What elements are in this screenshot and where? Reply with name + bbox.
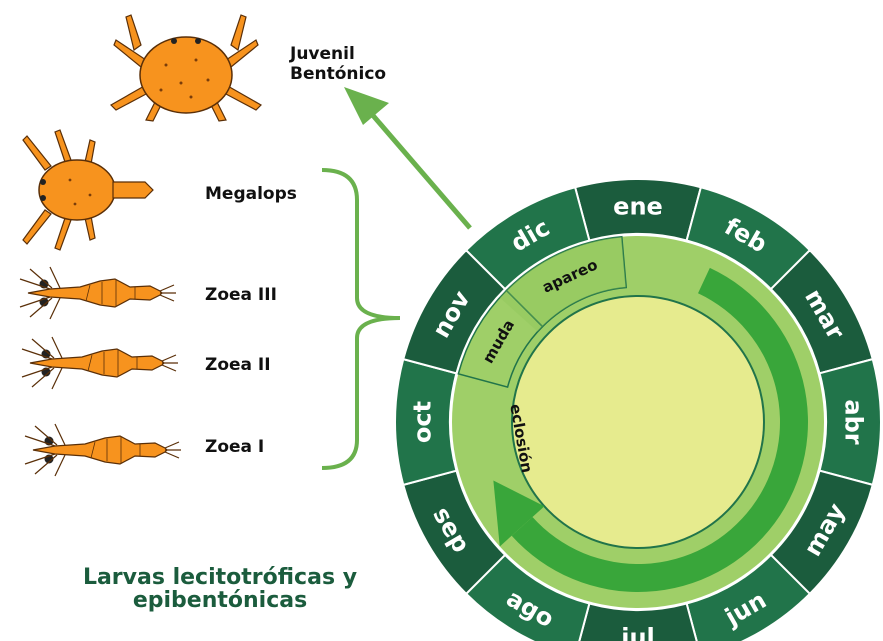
month-label-jul: jul <box>620 624 655 641</box>
stage-label-zoea-iii: Zoea III <box>205 285 277 305</box>
zoea-ii-illustration <box>22 337 178 389</box>
juvenile-transition-arrow-head <box>344 87 389 125</box>
stage-label-megalops: Megalops <box>205 184 297 204</box>
zoea-i-illustration <box>25 424 181 476</box>
diagram-caption-line1: Larvas lecitotróficas y <box>0 566 440 589</box>
juvenile-transition-arrow-shaft <box>370 112 470 228</box>
megalops-larva-illustration <box>23 130 153 250</box>
larval-stages-bracket <box>322 170 400 468</box>
month-label-oct: oct <box>409 401 437 443</box>
month-label-ene: ene <box>613 193 663 221</box>
stage-label-juvenil-line1: Juvenil <box>290 44 386 64</box>
stage-label-juvenil: Juvenil Bentónico <box>290 44 386 84</box>
stage-label-zoea-i: Zoea I <box>205 437 264 457</box>
stage-label-juvenil-line2: Bentónico <box>290 64 386 84</box>
juvenile-crab-illustration <box>111 15 261 121</box>
month-label-abr: abr <box>840 399 868 444</box>
diagram-caption-line2: epibentónicas <box>0 589 440 612</box>
stage-label-zoea-ii: Zoea II <box>205 355 271 375</box>
center-disc <box>512 296 764 548</box>
zoea-iii-illustration <box>20 267 176 319</box>
diagram-caption: Larvas lecitotróficas y epibentónicas <box>0 566 440 612</box>
